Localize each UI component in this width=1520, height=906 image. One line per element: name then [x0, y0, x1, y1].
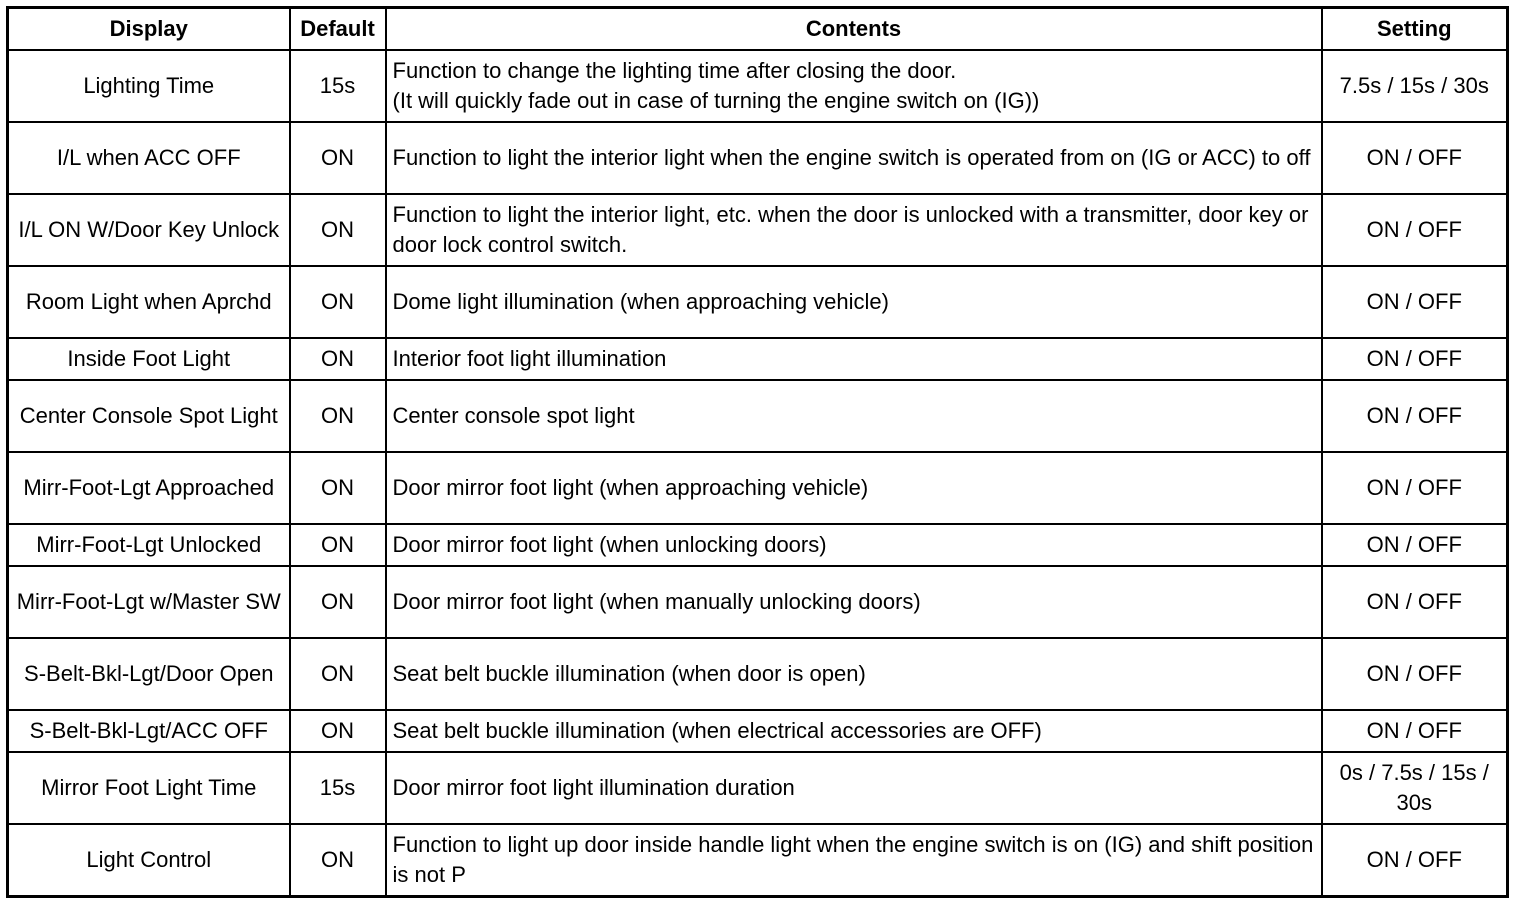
- cell-default: ON: [288, 451, 387, 525]
- table-row: Center Console Spot Light ON Center cons…: [6, 379, 1509, 453]
- table-row: S-Belt-Bkl-Lgt/Door Open ON Seat belt bu…: [6, 637, 1509, 711]
- cell-default: ON: [288, 379, 387, 453]
- cell-contents: Center console spot light: [384, 379, 1323, 453]
- table-row: I/L ON W/Door Key Unlock ON Function to …: [6, 193, 1509, 267]
- header-setting: Setting: [1320, 6, 1509, 51]
- table-row: Mirr-Foot-Lgt Approached ON Door mirror …: [6, 451, 1509, 525]
- cell-default: ON: [288, 565, 387, 639]
- cell-default: ON: [288, 265, 387, 339]
- header-row: Display Default Contents Setting: [6, 6, 1509, 51]
- cell-display: Inside Foot Light: [6, 337, 291, 381]
- cell-contents: Function to change the lighting time aft…: [384, 49, 1323, 123]
- table-row: Inside Foot Light ON Interior foot light…: [6, 337, 1509, 381]
- cell-contents: Function to light the interior light whe…: [384, 121, 1323, 195]
- cell-display: Lighting Time: [6, 49, 291, 123]
- cell-setting: ON / OFF: [1320, 265, 1509, 339]
- cell-setting: 0s / 7.5s / 15s / 30s: [1320, 751, 1509, 825]
- cell-contents: Function to light up door inside handle …: [384, 823, 1323, 898]
- cell-display: Light Control: [6, 823, 291, 898]
- header-display: Display: [6, 6, 291, 51]
- cell-setting: ON / OFF: [1320, 193, 1509, 267]
- cell-default: ON: [288, 637, 387, 711]
- cell-display: Center Console Spot Light: [6, 379, 291, 453]
- cell-setting: ON / OFF: [1320, 709, 1509, 753]
- cell-contents: Interior foot light illumination: [384, 337, 1323, 381]
- cell-setting: ON / OFF: [1320, 379, 1509, 453]
- header-contents: Contents: [384, 6, 1323, 51]
- cell-contents: Dome light illumination (when approachin…: [384, 265, 1323, 339]
- cell-contents: Door mirror foot light (when manually un…: [384, 565, 1323, 639]
- cell-display: S-Belt-Bkl-Lgt/Door Open: [6, 637, 291, 711]
- cell-setting: ON / OFF: [1320, 337, 1509, 381]
- cell-contents: Door mirror foot light (when approaching…: [384, 451, 1323, 525]
- cell-setting: ON / OFF: [1320, 565, 1509, 639]
- cell-default: ON: [288, 823, 387, 898]
- table-row: Room Light when Aprchd ON Dome light ill…: [6, 265, 1509, 339]
- cell-default: ON: [288, 193, 387, 267]
- cell-setting: 7.5s / 15s / 30s: [1320, 49, 1509, 123]
- cell-display: I/L when ACC OFF: [6, 121, 291, 195]
- cell-setting: ON / OFF: [1320, 451, 1509, 525]
- cell-default: ON: [288, 121, 387, 195]
- cell-contents: Seat belt buckle illumination (when door…: [384, 637, 1323, 711]
- cell-display: Mirr-Foot-Lgt Unlocked: [6, 523, 291, 567]
- table-row: I/L when ACC OFF ON Function to light th…: [6, 121, 1509, 195]
- cell-setting: ON / OFF: [1320, 823, 1509, 898]
- cell-contents: Door mirror foot light illumination dura…: [384, 751, 1323, 825]
- cell-display: Mirr-Foot-Lgt w/Master SW: [6, 565, 291, 639]
- cell-default: ON: [288, 337, 387, 381]
- cell-default: 15s: [288, 49, 387, 123]
- cell-display: Mirror Foot Light Time: [6, 751, 291, 825]
- table-row: Lighting Time 15s Function to change the…: [6, 49, 1509, 123]
- cell-display: Room Light when Aprchd: [6, 265, 291, 339]
- table-row: S-Belt-Bkl-Lgt/ACC OFF ON Seat belt buck…: [6, 709, 1509, 753]
- cell-setting: ON / OFF: [1320, 523, 1509, 567]
- header-default: Default: [288, 6, 387, 51]
- cell-default: ON: [288, 523, 387, 567]
- cell-display: S-Belt-Bkl-Lgt/ACC OFF: [6, 709, 291, 753]
- cell-default: ON: [288, 709, 387, 753]
- cell-default: 15s: [288, 751, 387, 825]
- cell-setting: ON / OFF: [1320, 637, 1509, 711]
- table-row: Light Control ON Function to light up do…: [6, 823, 1509, 898]
- table-row: Mirr-Foot-Lgt w/Master SW ON Door mirror…: [6, 565, 1509, 639]
- cell-contents: Door mirror foot light (when unlocking d…: [384, 523, 1323, 567]
- customization-table: Display Default Contents Setting Lightin…: [6, 6, 1509, 898]
- cell-contents: Function to light the interior light, et…: [384, 193, 1323, 267]
- cell-contents: Seat belt buckle illumination (when elec…: [384, 709, 1323, 753]
- table-row: Mirror Foot Light Time 15s Door mirror f…: [6, 751, 1509, 825]
- cell-setting: ON / OFF: [1320, 121, 1509, 195]
- cell-display: Mirr-Foot-Lgt Approached: [6, 451, 291, 525]
- cell-display: I/L ON W/Door Key Unlock: [6, 193, 291, 267]
- table-row: Mirr-Foot-Lgt Unlocked ON Door mirror fo…: [6, 523, 1509, 567]
